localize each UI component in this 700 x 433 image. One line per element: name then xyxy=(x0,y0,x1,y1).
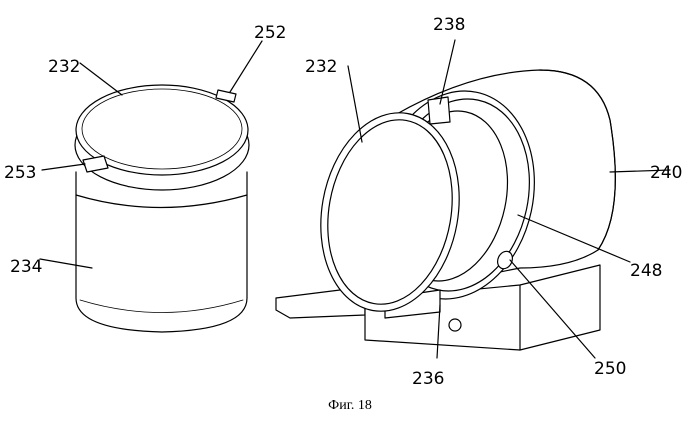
notch-238 xyxy=(428,97,450,124)
holder-assembly xyxy=(276,70,615,350)
figure-caption: Фиг. 18 xyxy=(0,398,700,414)
container-assembly xyxy=(75,85,249,332)
label-236: 236 xyxy=(412,369,444,389)
label-240: 240 xyxy=(650,163,682,183)
label-252: 252 xyxy=(254,23,286,43)
label-253: 253 xyxy=(4,163,36,183)
container-body xyxy=(76,172,247,332)
label-234: 234 xyxy=(10,257,42,277)
label-250: 250 xyxy=(594,359,626,379)
label-248: 248 xyxy=(630,261,662,281)
label-232-right: 232 xyxy=(305,57,337,77)
label-232-left: 232 xyxy=(48,57,80,77)
label-238: 238 xyxy=(433,15,465,35)
